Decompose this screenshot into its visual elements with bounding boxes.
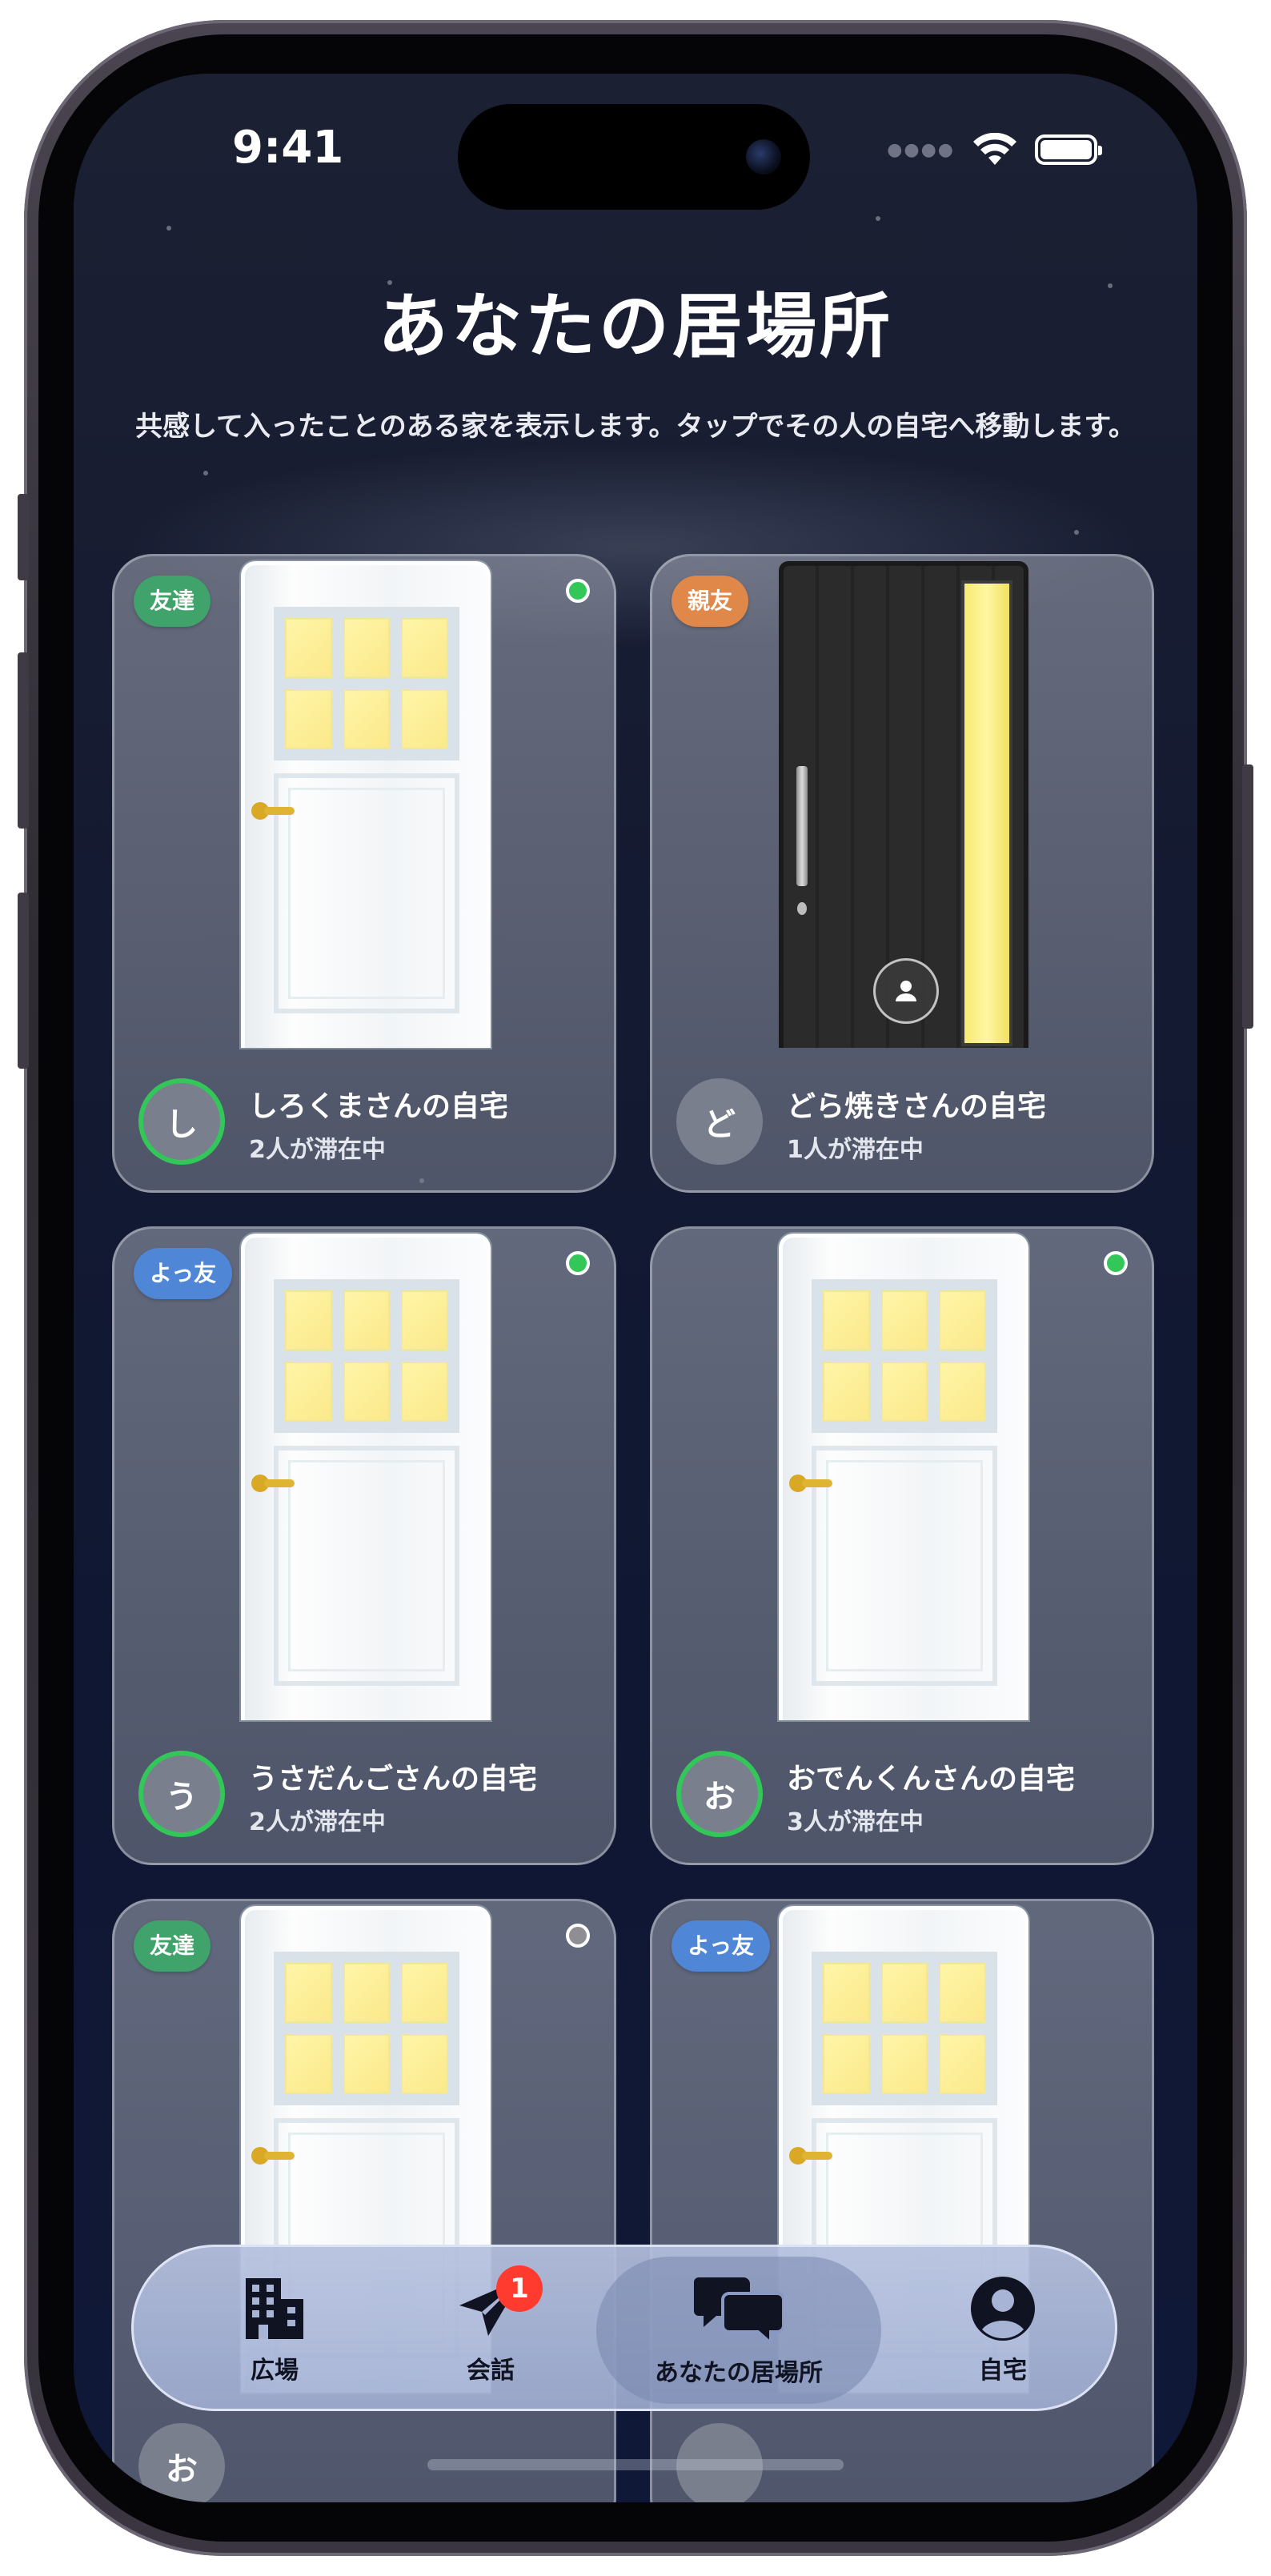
door-window xyxy=(274,607,459,760)
notification-badge: 1 xyxy=(496,2265,543,2312)
tab-label: 広場 xyxy=(251,2357,299,2385)
battery-icon xyxy=(1035,134,1102,165)
relationship-badge: 友達 xyxy=(134,1920,211,1972)
door-handle xyxy=(251,802,295,823)
owner-avatar xyxy=(676,2423,763,2502)
home-card[interactable]: 友達し しろくまさんの自宅 2人が滞在中 xyxy=(112,554,616,1193)
owner-avatar: し xyxy=(138,1078,225,1165)
tab-label: 会話 xyxy=(467,2357,515,2385)
chat-bubbles-icon xyxy=(694,2277,784,2345)
relationship-badge: 親友 xyxy=(672,576,749,627)
person-icon[interactable] xyxy=(873,958,939,1024)
home-owner-name: どら焼きさんの自宅 xyxy=(787,1090,1047,1123)
building-icon xyxy=(246,2278,303,2339)
home-card[interactable]: 親友ど どら焼きさんの自宅 1人が滞在中 xyxy=(650,554,1154,1193)
door-illustration xyxy=(779,561,1028,1048)
owner-avatar: お xyxy=(676,1751,763,1837)
wifi-icon xyxy=(973,133,1016,165)
occupancy-count: 2人が滞在中 xyxy=(249,1136,386,1164)
door-panel xyxy=(812,1446,997,1686)
home-owner-name: しろくまさんの自宅 xyxy=(249,1090,509,1123)
cellular-signal-icon: ●●●● xyxy=(887,139,955,160)
online-status-dot xyxy=(1104,1251,1128,1275)
door-window xyxy=(274,1279,459,1433)
occupancy-count: 1人が滞在中 xyxy=(787,1136,924,1164)
owner-avatar: ど xyxy=(676,1078,763,1165)
door-window xyxy=(812,1952,997,2105)
door-handle xyxy=(789,2147,832,2168)
door-handle xyxy=(251,1475,295,1495)
page-subtitle: 共感して入ったことのある家を表示します。タップでその人の自宅へ移動します。 xyxy=(135,411,1136,443)
relationship-badge: 友達 xyxy=(134,576,211,627)
home-card[interactable]: よっ友う うさだんごさんの自宅 2人が滞在中 xyxy=(112,1226,616,1865)
door-panel xyxy=(274,773,459,1013)
tab-home[interactable]: 自宅 xyxy=(910,2247,1096,2413)
home-card[interactable]: お おでんくんさんの自宅 3人が滞在中 xyxy=(650,1226,1154,1865)
occupancy-count: 3人が滞在中 xyxy=(787,1808,924,1836)
tab-label: 自宅 xyxy=(979,2357,1027,2385)
door-handle xyxy=(251,2147,295,2168)
relationship-badge: よっ友 xyxy=(134,1248,233,1299)
power-button xyxy=(1242,764,1253,1029)
online-status-dot xyxy=(566,579,590,603)
app-screen: 9:41 ●●●● あなたの居場所 共感して入ったことのある家を表示します。タッ… xyxy=(74,74,1197,2502)
home-indicator[interactable] xyxy=(427,2459,844,2470)
occupancy-count: 2人が滞在中 xyxy=(249,1808,386,1836)
tab-plaza[interactable]: 広場 xyxy=(182,2247,367,2413)
door-illustration xyxy=(241,561,491,1048)
owner-avatar: う xyxy=(138,1751,225,1837)
tab-your-places[interactable]: あなたの居場所 xyxy=(596,2247,881,2413)
door-lock xyxy=(797,902,807,915)
door-glass xyxy=(961,580,1012,1046)
online-status-dot xyxy=(566,1251,590,1275)
camera-icon xyxy=(746,139,781,175)
page-title: あなたの居場所 xyxy=(377,285,893,367)
door-panel xyxy=(274,1446,459,1686)
action-button xyxy=(18,494,29,580)
relationship-badge: よっ友 xyxy=(672,1920,771,1972)
person-circle-icon xyxy=(971,2277,1035,2341)
home-owner-name: うさだんごさんの自宅 xyxy=(249,1763,538,1796)
door-handle xyxy=(796,766,808,886)
status-indicators: ●●●● xyxy=(887,133,1102,167)
status-time: 9:41 xyxy=(232,122,344,174)
door-window xyxy=(274,1952,459,2105)
volume-down-button xyxy=(18,893,29,1069)
volume-up-button xyxy=(18,652,29,829)
home-owner-name: おでんくんさんの自宅 xyxy=(787,1763,1076,1796)
tab-label: あなたの居場所 xyxy=(655,2359,823,2387)
door-illustration xyxy=(241,1234,491,1720)
door-window xyxy=(812,1279,997,1433)
dynamic-island xyxy=(458,104,810,210)
tab-conversation[interactable]: 1 会話 xyxy=(398,2247,583,2413)
offline-status-dot xyxy=(566,1924,590,1948)
door-illustration xyxy=(779,1234,1028,1720)
tab-bar: 広場 1 会話 あなたの居場所 xyxy=(131,2245,1117,2411)
door-handle xyxy=(789,1475,832,1495)
owner-avatar: お xyxy=(138,2423,225,2502)
